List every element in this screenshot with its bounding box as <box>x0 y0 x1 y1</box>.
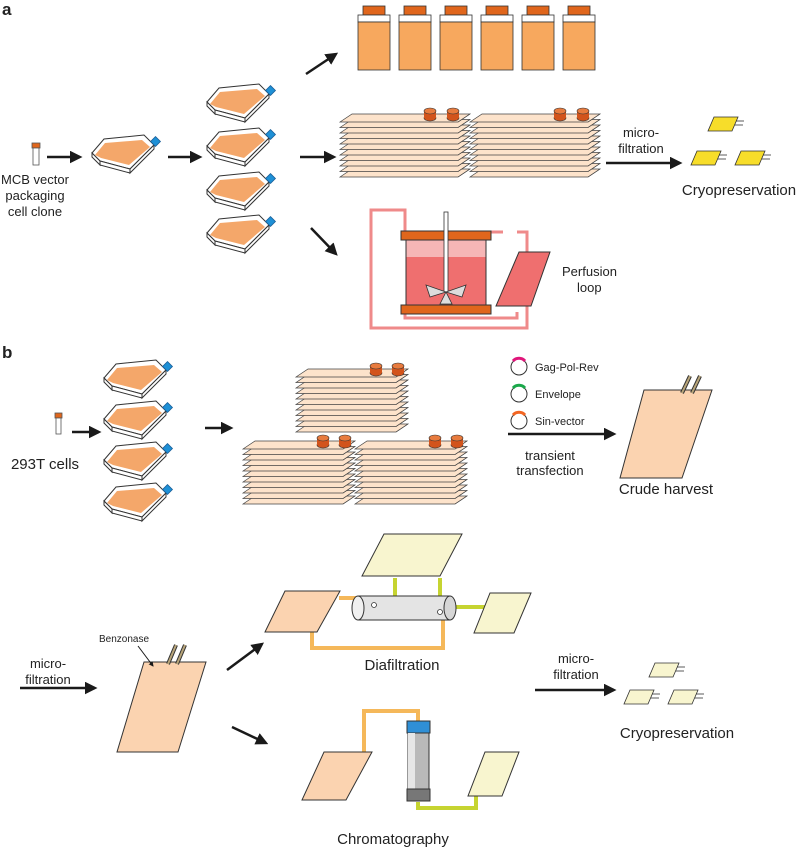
flask-icon <box>103 482 174 523</box>
cryo-bags <box>690 116 771 166</box>
svg-text:loop: loop <box>577 280 602 295</box>
cryo-bag <box>667 689 704 705</box>
svg-text:packaging: packaging <box>5 188 64 203</box>
flask-icon <box>103 441 174 482</box>
bottle-icon <box>357 5 391 71</box>
cells-label: 293T cells <box>11 456 79 473</box>
legend-label: Sin-vector <box>535 416 585 428</box>
stack-cap <box>446 107 460 122</box>
stack-cap <box>338 434 352 449</box>
bottle-icon <box>521 5 555 71</box>
benzonase-label: Benzonase <box>99 634 149 645</box>
bottle-icon <box>398 5 432 71</box>
cell-factory-stack <box>294 362 410 433</box>
benzonase-bag <box>116 644 207 753</box>
svg-text:Perfusion: Perfusion <box>562 264 617 279</box>
transfection-label: transient transfection <box>516 448 583 478</box>
cryo-bag <box>690 150 727 166</box>
cell-factory-stack <box>468 107 602 178</box>
svg-text:filtration: filtration <box>553 667 599 682</box>
perfusion-label: Perfusion loop <box>562 264 617 295</box>
flask-icon <box>206 214 277 255</box>
bottle-icon <box>480 5 514 71</box>
cryo-bag <box>648 662 685 678</box>
cryopreservation-label: Cryopreservation <box>620 725 734 742</box>
culture-flask-group <box>206 83 277 255</box>
svg-text:filtration: filtration <box>25 672 71 687</box>
microfiltration-label: micro- filtration <box>553 651 599 682</box>
microfiltration-label: micro- filtration <box>618 125 664 156</box>
cryo-bag <box>734 150 771 166</box>
legend-label: Gag-Pol-Rev <box>535 362 599 374</box>
stack-cap <box>576 107 590 122</box>
plasmid-envelope-icon <box>510 383 528 403</box>
flask-icon <box>206 127 277 168</box>
crude-harvest-bag <box>619 375 713 479</box>
cryo-bag <box>707 116 744 132</box>
cell-vial-icon <box>31 142 41 166</box>
arrow-to-bottles <box>305 52 339 76</box>
flask-icon <box>91 134 162 175</box>
microfiltration-label: micro- filtration <box>25 656 71 687</box>
flask-icon <box>206 83 277 124</box>
arrow-to-diafiltration <box>226 642 265 672</box>
culture-flask-group <box>103 359 174 523</box>
bioreactor <box>369 208 529 330</box>
svg-text:micro-: micro- <box>558 651 594 666</box>
chromatography-setup <box>301 709 520 810</box>
culture-flask <box>91 134 162 175</box>
crude-harvest-label: Crude harvest <box>619 481 714 498</box>
perfusion-bag <box>495 251 551 307</box>
stack-cap <box>450 434 464 449</box>
panel-a-letter: a <box>2 0 12 19</box>
plasmid-legend: Gag-Pol-Rev Envelope Sin-vector <box>510 356 599 430</box>
arrow-to-bioreactor <box>310 227 338 256</box>
diafiltration-label: Diafiltration <box>364 657 439 674</box>
cell-factory-stack <box>353 434 469 505</box>
legend-label: Envelope <box>535 389 581 401</box>
svg-text:transient: transient <box>525 448 575 463</box>
chromatography-label: Chromatography <box>337 831 449 848</box>
cryo-bag <box>623 689 660 705</box>
stack-cap <box>553 107 567 122</box>
cell-factory-stack <box>338 107 472 178</box>
diafiltration-setup <box>264 533 532 650</box>
cell-vial-icon <box>54 412 63 435</box>
svg-text:cell clone: cell clone <box>8 204 62 219</box>
flask-icon <box>103 359 174 400</box>
svg-text:MCB vector: MCB vector <box>1 172 70 187</box>
bottle-icon <box>562 5 596 71</box>
stack-cap <box>316 434 330 449</box>
cell-factory-stack <box>241 434 357 505</box>
bottle-icon <box>439 5 473 71</box>
cell-factory-stacks <box>241 362 469 505</box>
stack-cap <box>423 107 437 122</box>
plasmid-sin-vector-icon <box>510 410 528 430</box>
flask-icon <box>103 400 174 441</box>
mcb-label: MCB vector packaging cell clone <box>1 172 70 219</box>
flask-icon <box>206 171 277 212</box>
svg-text:micro-: micro- <box>623 125 659 140</box>
stack-cap <box>369 362 383 377</box>
cell-factory-stacks <box>338 107 602 178</box>
benzonase-pointer <box>137 645 154 667</box>
svg-text:micro-: micro- <box>30 656 66 671</box>
plasmid-gag-pol-rev-icon <box>510 356 528 376</box>
arrow-to-chromatography <box>231 725 269 745</box>
culture-bottles <box>357 5 596 71</box>
stack-cap <box>428 434 442 449</box>
stack-cap <box>391 362 405 377</box>
svg-text:transfection: transfection <box>516 463 583 478</box>
cryo-bags <box>623 662 704 705</box>
svg-text:filtration: filtration <box>618 141 664 156</box>
cryopreservation-label: Cryopreservation <box>682 182 796 199</box>
panel-b-letter: b <box>2 343 12 362</box>
